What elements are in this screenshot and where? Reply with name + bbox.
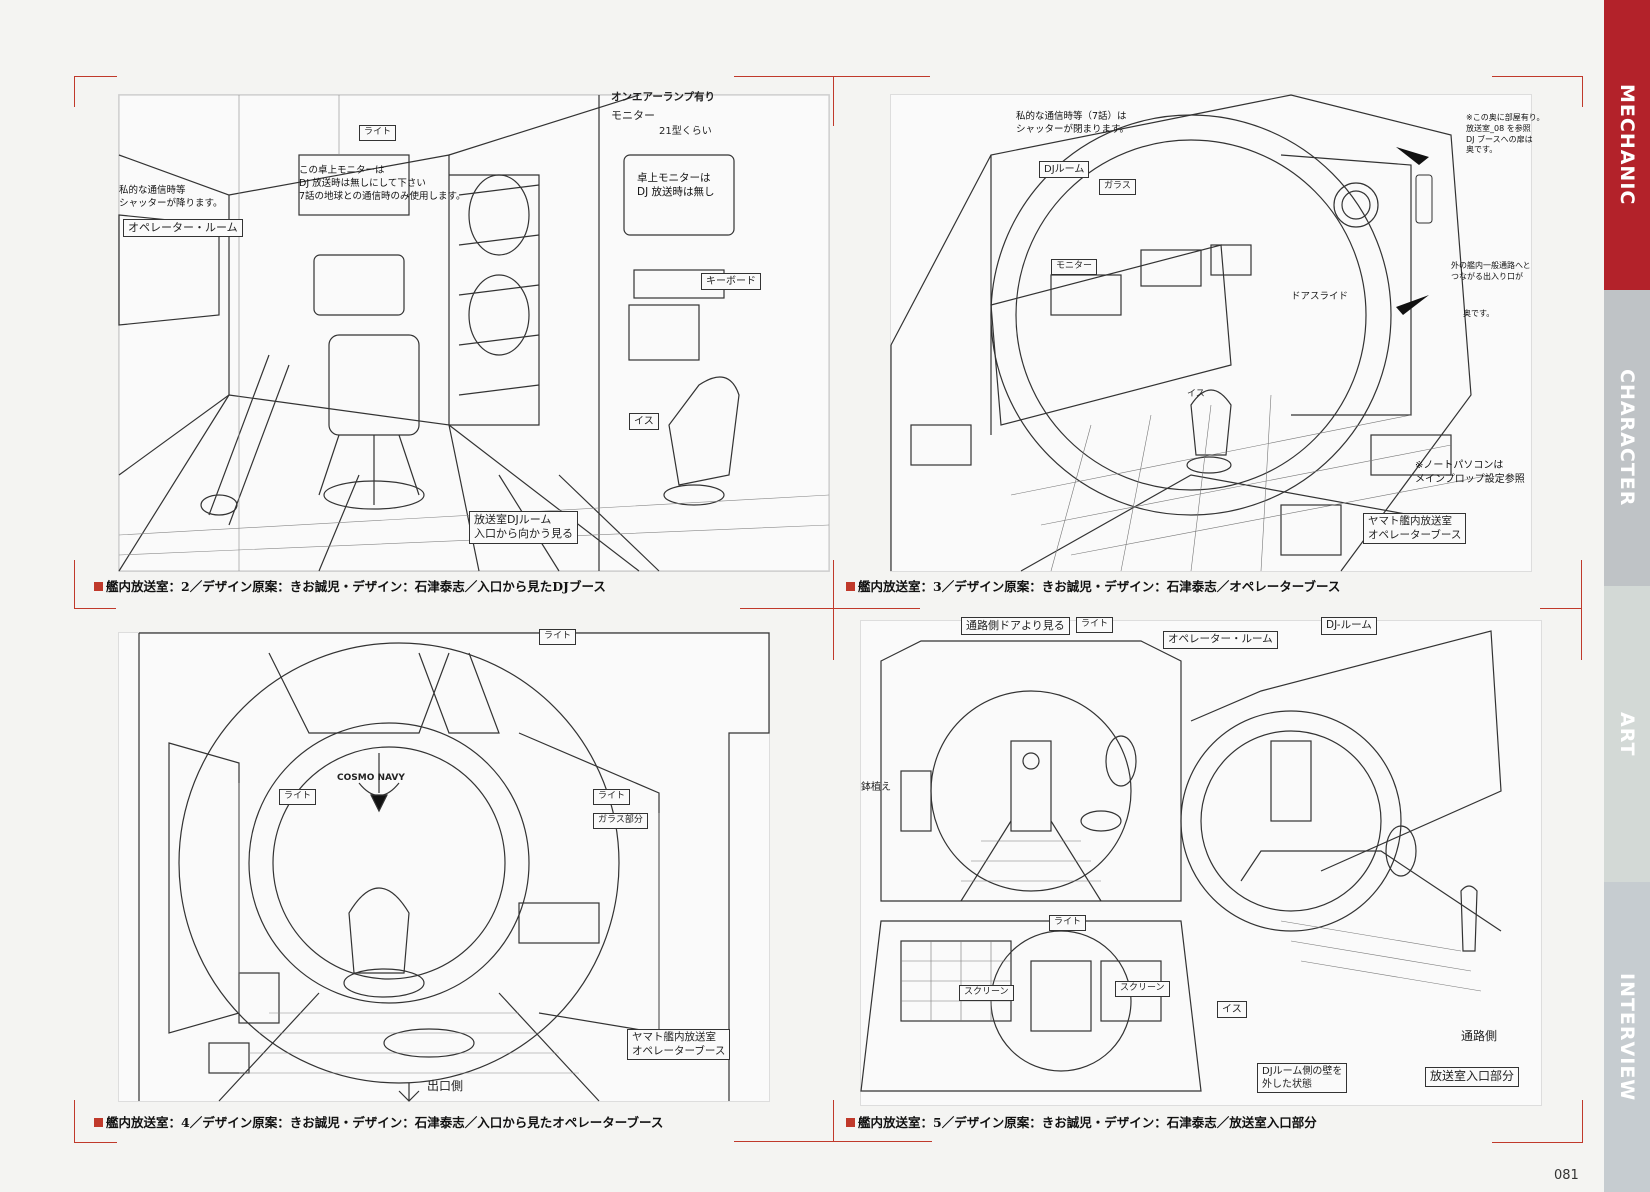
label-door-slide: ドアスライド bbox=[1291, 291, 1349, 302]
label-screen-1: スクリーン bbox=[959, 985, 1014, 1001]
label-light: ライト bbox=[359, 125, 397, 141]
crop-mark bbox=[833, 1100, 835, 1142]
crop-mark bbox=[74, 1100, 117, 1143]
label-onair-lamp: オンエアーランプ有り bbox=[611, 91, 716, 103]
tab-label: ART bbox=[1616, 711, 1638, 757]
caption-marker bbox=[94, 582, 103, 591]
panel-operator-booth-entrance-sketch: ライト ライト ライト ガラス部分 COSMO NAVY 出口側 ヤマト艦内放送… bbox=[118, 629, 770, 1102]
label-chair: イス bbox=[629, 413, 659, 430]
note-laptop: ※ノートパソコンは メインプロップ設定参照 bbox=[1415, 460, 1525, 485]
tab-character[interactable]: CHARACTER bbox=[1604, 290, 1650, 586]
caption-text: 艦内放送室：3／デザイン原案：きお誠児・デザイン：石津泰志／オペレーターブース bbox=[858, 579, 1341, 594]
label-chair: イス bbox=[1217, 1001, 1247, 1018]
crop-mark bbox=[74, 608, 116, 610]
note-exit: 外の艦内一般通路へと つながる出入り口が bbox=[1451, 261, 1531, 281]
crop-mark bbox=[734, 76, 834, 78]
note-back-room: ※この奥に部屋有り。 放送室_08 を参照 DJ ブースへの扉は 奥です。 bbox=[1466, 113, 1545, 155]
panel-dj-booth-sketch: この卓上モニターは DJ 放送時は無しにして下さい 7話の地球との通信時のみ使用… bbox=[118, 91, 830, 572]
page-number: 081 bbox=[1554, 1168, 1579, 1183]
label-monitor: モニター bbox=[611, 109, 655, 122]
label-glass: ガラス bbox=[1099, 179, 1136, 195]
sketch-room-entrance-drawing bbox=[860, 630, 1502, 1092]
label-dj-room: DJ-ルーム bbox=[1321, 617, 1377, 635]
tab-mechanic[interactable]: MECHANIC bbox=[1604, 0, 1650, 290]
stamp-dj-room: 放送室DJルーム 入口から向かう見る bbox=[469, 511, 578, 544]
tab-art[interactable]: ART bbox=[1604, 586, 1650, 882]
crop-mark bbox=[740, 608, 920, 610]
caption-panel-2: 艦内放送室：2／デザイン原案：きお誠児・デザイン：石津泰志／入口から見たDJブー… bbox=[94, 576, 606, 595]
label-chair: イス bbox=[1187, 389, 1205, 399]
caption-panel-5: 艦内放送室：5／デザイン原案：きお誠児・デザイン：石津泰志／放送室入口部分 bbox=[846, 1112, 1317, 1131]
crop-mark bbox=[1540, 608, 1582, 610]
crop-mark bbox=[1492, 1100, 1583, 1143]
label-light-1: ライト bbox=[539, 629, 577, 645]
label-keyboard: キーボード bbox=[701, 273, 761, 290]
crop-mark bbox=[1492, 76, 1583, 107]
stamp-operator-booth: ヤマト艦内放送室 オペレーターブース bbox=[627, 1029, 731, 1061]
panel-room-entrance-sketch: 通路側ドアより見る ライト ライト オペレーター・ルーム DJ-ルーム 鉢植え … bbox=[860, 617, 1542, 1106]
label-light-3: ライト bbox=[593, 789, 631, 805]
label-screen-2: スクリーン bbox=[1115, 981, 1170, 997]
label-glass-part: ガラス部分 bbox=[593, 813, 648, 829]
crop-mark bbox=[832, 76, 930, 78]
tab-label: CHARACTER bbox=[1616, 369, 1638, 507]
crop-mark bbox=[74, 560, 76, 608]
label-entrance: 放送室入口部分 bbox=[1425, 1067, 1520, 1087]
caption-text: 艦内放送室：2／デザイン原案：きお誠児・デザイン：石津泰志／入口から見たDJブー… bbox=[106, 579, 606, 594]
sketch-operator-booth-drawing bbox=[890, 94, 1492, 572]
label-monitor-size: 21型くらい bbox=[659, 126, 712, 137]
label-operator-room: オペレーター・ルーム bbox=[123, 219, 243, 238]
label-light-2: ライト bbox=[1049, 915, 1087, 931]
note-comm: 私的な通信時等 シャッターが降ります。 bbox=[119, 185, 223, 209]
note-exit-2: 奥です。 bbox=[1463, 309, 1495, 318]
tab-label: MECHANIC bbox=[1616, 84, 1638, 206]
label-dj-room: DJルーム bbox=[1039, 161, 1090, 178]
label-passage-side: 通路側 bbox=[1461, 1029, 1498, 1043]
crop-mark bbox=[833, 76, 835, 126]
caption-panel-4: 艦内放送室：4／デザイン原案：きお誠児・デザイン：石津泰志／入口から見たオペレー… bbox=[94, 1112, 663, 1131]
crop-mark bbox=[1581, 560, 1583, 660]
caption-text: 艦内放送室：4／デザイン原案：きお誠児・デザイン：石津泰志／入口から見たオペレー… bbox=[106, 1115, 664, 1130]
caption-panel-3: 艦内放送室：3／デザイン原案：きお誠児・デザイン：石津泰志／オペレーターブース bbox=[846, 576, 1340, 595]
label-light-1: ライト bbox=[1076, 617, 1114, 633]
crop-mark bbox=[74, 76, 117, 107]
label-exit-side: 出口側 bbox=[427, 1079, 464, 1093]
crop-mark bbox=[833, 560, 835, 660]
caption-text: 艦内放送室：5／デザイン原案：きお誠児・デザイン：石津泰志／放送室入口部分 bbox=[858, 1115, 1317, 1130]
note-monitor: この卓上モニターは DJ 放送時は無しにして下さい 7話の地球との通信時のみ使用… bbox=[299, 165, 466, 202]
emblem-cosmo-navy: COSMO NAVY bbox=[337, 773, 405, 783]
caption-marker bbox=[846, 582, 855, 591]
label-operator-room: オペレーター・ルーム bbox=[1163, 631, 1278, 649]
note-comm-shutter: 私的な通信時等（7話）は シャッターが閉まります。 bbox=[1016, 111, 1130, 135]
note-desk-monitor: 卓上モニターは DJ 放送時は無し bbox=[637, 172, 715, 199]
tab-interview[interactable]: INTERVIEW bbox=[1604, 882, 1650, 1192]
panel-operator-booth-sketch: 私的な通信時等（7話）は シャッターが閉まります。 DJルーム ガラス モニター… bbox=[890, 94, 1545, 572]
tab-label: INTERVIEW bbox=[1616, 972, 1638, 1102]
stamp-operator-booth: ヤマト艦内放送室 オペレーターブース bbox=[1363, 513, 1467, 545]
caption-marker bbox=[94, 1118, 103, 1127]
label-light-2: ライト bbox=[279, 789, 317, 805]
label-plant: 鉢植え bbox=[861, 782, 891, 793]
caption-marker bbox=[846, 1118, 855, 1127]
sketch-dj-booth-drawing bbox=[118, 94, 830, 572]
note-wall-removed: DJルーム側の壁を 外した状態 bbox=[1257, 1063, 1348, 1093]
label-passage-view: 通路側ドアより見る bbox=[961, 617, 1070, 636]
label-monitor: モニター bbox=[1051, 259, 1098, 275]
